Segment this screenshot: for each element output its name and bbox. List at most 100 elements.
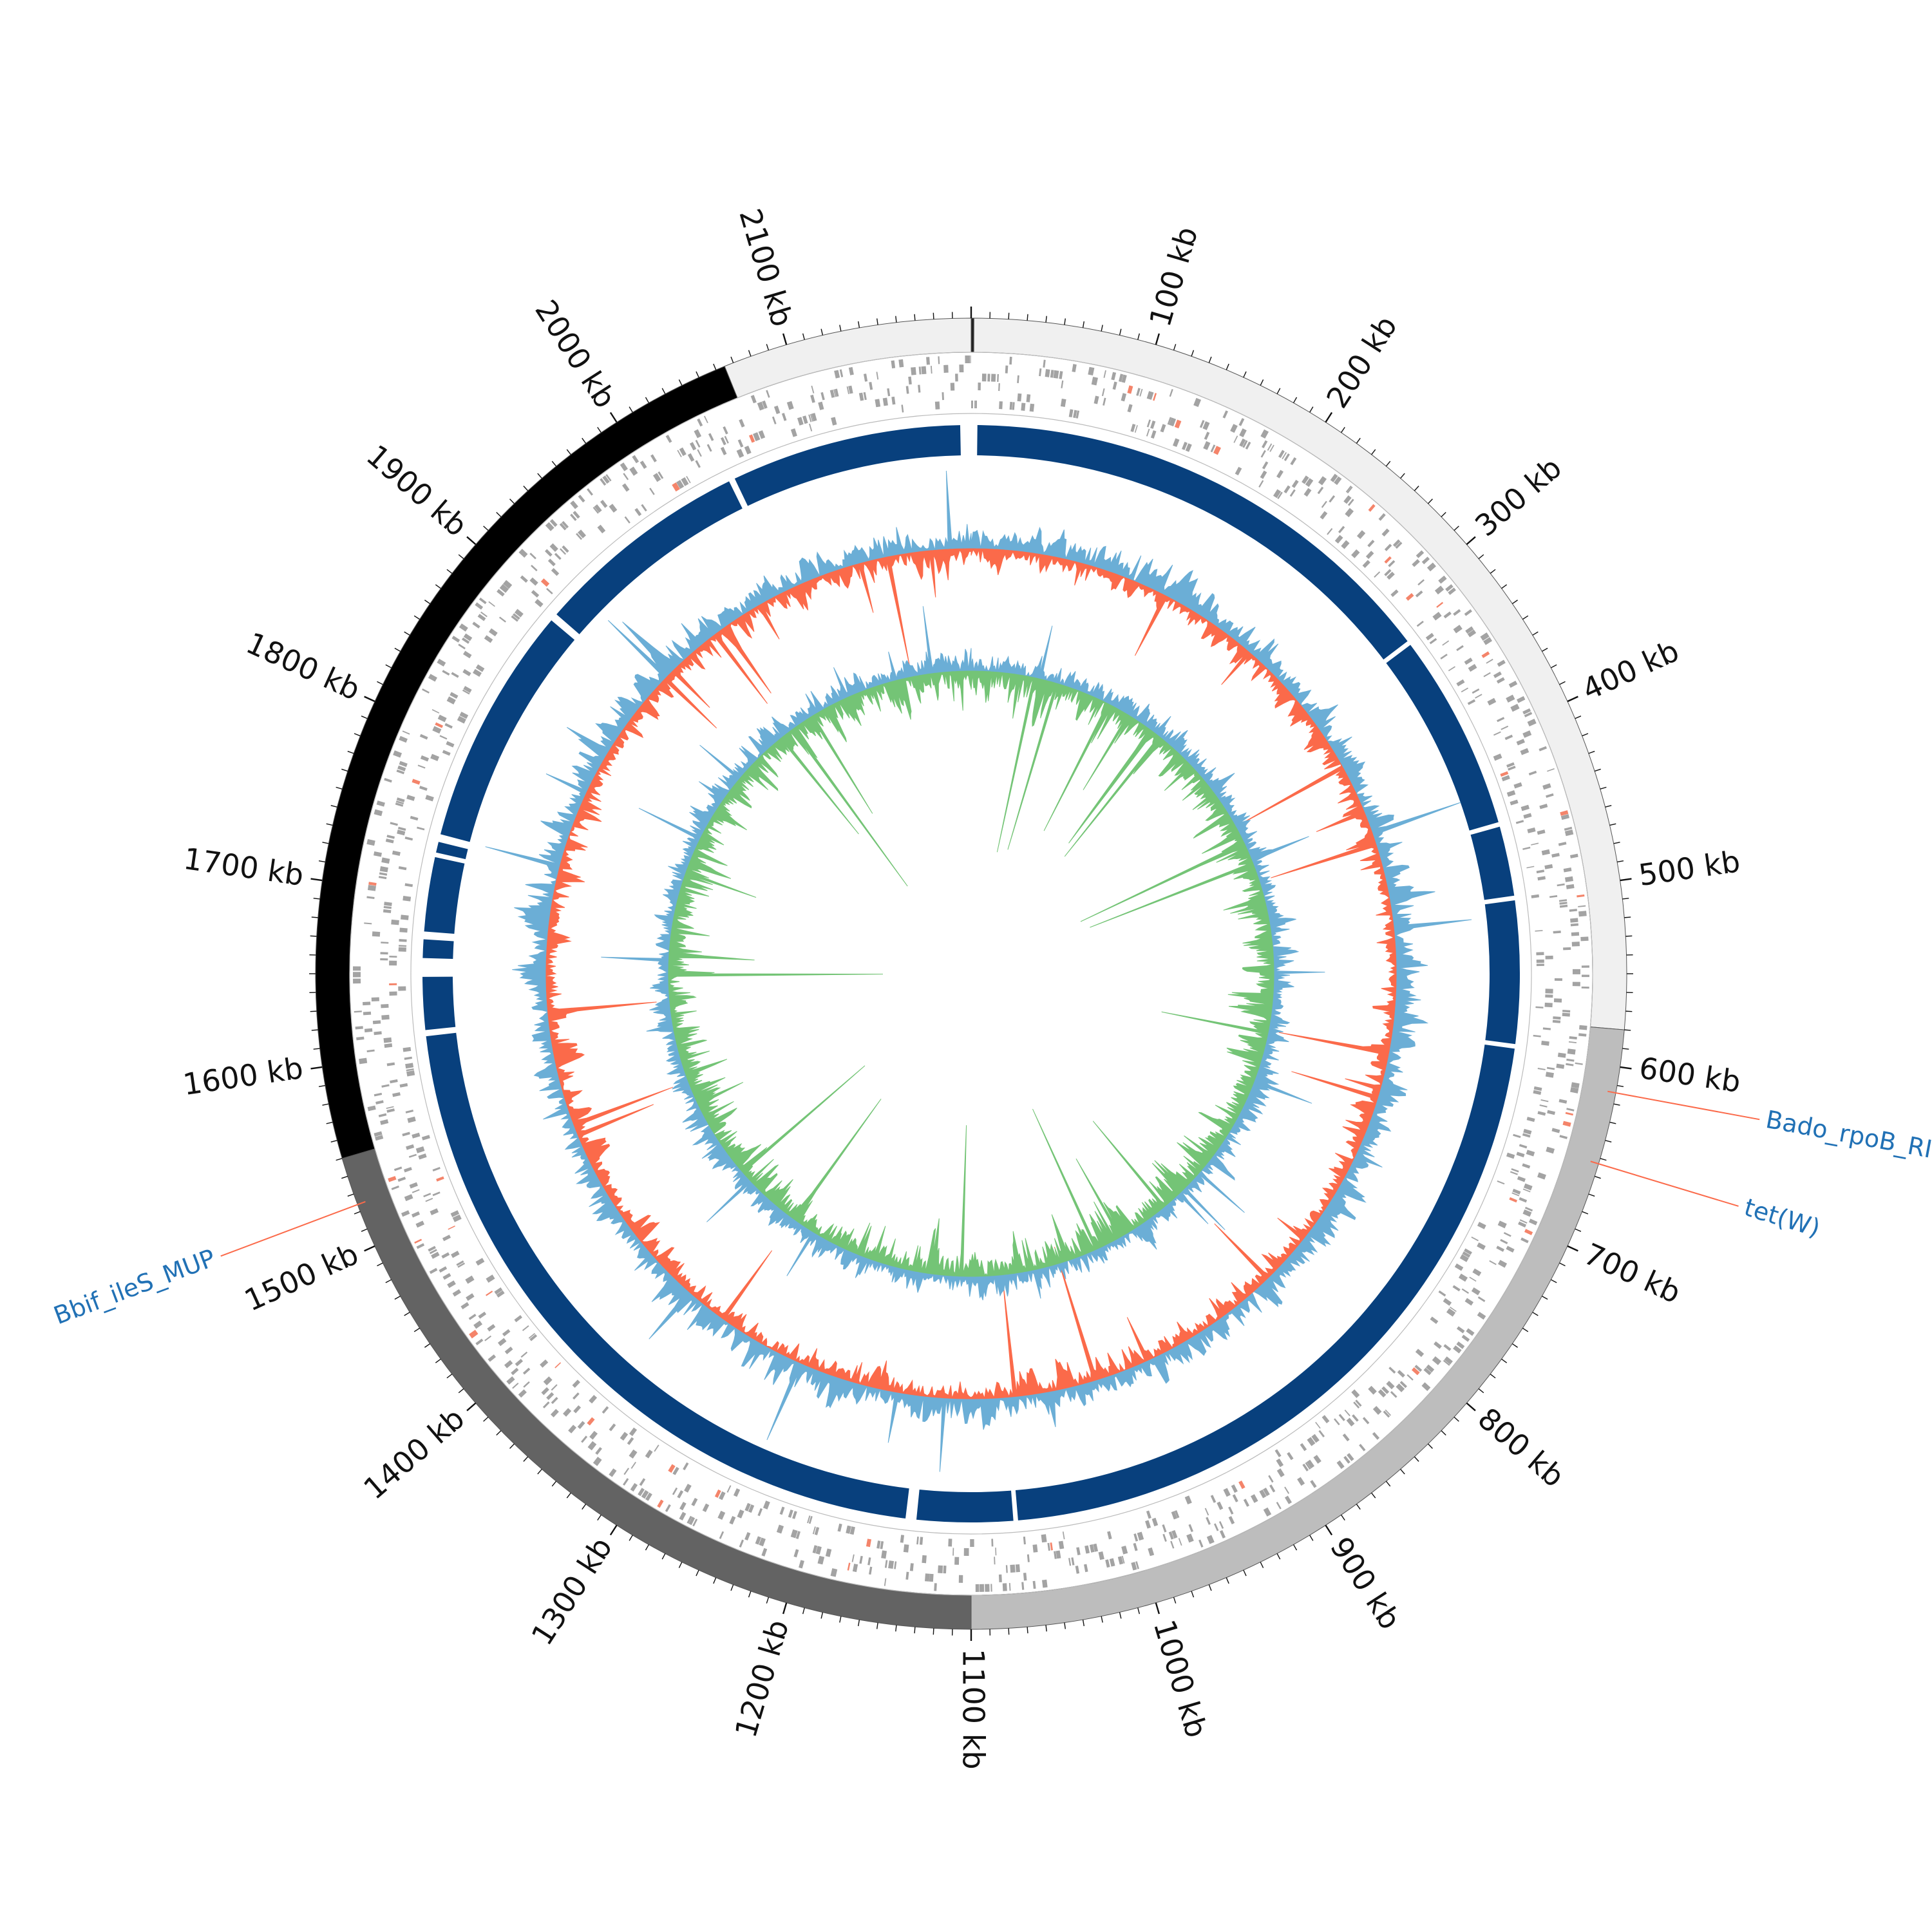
minor-tick xyxy=(326,1121,333,1124)
minor-tick xyxy=(839,325,842,332)
minor-tick xyxy=(629,406,633,413)
minor-tick xyxy=(435,584,441,589)
minor-tick xyxy=(820,1612,824,1619)
tick-label: 1600 kb xyxy=(181,1050,305,1102)
major-tick xyxy=(310,1066,323,1070)
major-tick xyxy=(1620,878,1632,882)
minor-tick xyxy=(458,1388,464,1394)
minor-tick xyxy=(424,1343,431,1348)
tick-label: 1800 kb xyxy=(241,625,365,707)
tick-label: 600 kb xyxy=(1637,1050,1743,1099)
tick-label: 500 kb xyxy=(1636,844,1742,893)
outer-genome-ring xyxy=(315,317,1627,1630)
minor-tick xyxy=(1522,615,1529,620)
minor-tick xyxy=(537,1468,542,1475)
minor-tick xyxy=(551,1481,557,1487)
minor-tick xyxy=(1551,1279,1557,1283)
minor-tick xyxy=(509,1443,515,1449)
minor-tick xyxy=(361,715,368,719)
minor-tick xyxy=(766,344,770,351)
gene-feature-tracks xyxy=(349,352,1593,1596)
gc-content-negative xyxy=(668,670,1274,1277)
minor-tick xyxy=(1478,554,1484,560)
minor-tick xyxy=(1613,1103,1620,1106)
minor-tick xyxy=(1600,786,1607,790)
tick-label: 1400 kb xyxy=(357,1401,471,1506)
major-tick xyxy=(364,696,375,703)
minor-tick xyxy=(1414,1456,1419,1462)
minor-tick xyxy=(1427,498,1433,504)
minor-tick xyxy=(1559,681,1566,685)
minor-tick xyxy=(1400,1468,1405,1475)
minor-tick xyxy=(1454,1416,1459,1422)
gc-skew-positive xyxy=(485,471,1472,1472)
minor-tick xyxy=(1501,1358,1508,1363)
minor-tick xyxy=(1226,363,1229,370)
minor-tick xyxy=(1624,916,1631,918)
gc-skew-track xyxy=(485,471,1472,1472)
minor-tick xyxy=(354,1211,361,1215)
gene-label: Bado_rpoB_RIF xyxy=(1764,1105,1932,1166)
minor-tick xyxy=(1260,1562,1264,1568)
minor-tick xyxy=(629,1535,633,1541)
gene-label-line xyxy=(220,1200,366,1257)
minor-tick xyxy=(661,1553,666,1560)
minor-tick xyxy=(914,314,916,321)
minor-tick xyxy=(876,1622,878,1629)
gene-label: Bbif_ileS_MUP xyxy=(50,1244,219,1330)
minor-tick xyxy=(876,318,878,325)
minor-tick xyxy=(1594,768,1601,772)
minor-tick xyxy=(1609,1121,1616,1124)
minor-tick xyxy=(1082,321,1084,328)
minor-tick xyxy=(483,526,489,531)
minor-tick xyxy=(730,356,734,363)
gene-label: tet(W) xyxy=(1741,1193,1823,1242)
minor-tick xyxy=(1341,427,1345,433)
minor-tick xyxy=(1616,860,1624,863)
minor-tick xyxy=(1441,512,1446,518)
tick-label: 300 kb xyxy=(1468,450,1568,543)
minor-tick xyxy=(1427,1443,1433,1449)
major-tick xyxy=(609,1524,618,1536)
major-tick xyxy=(1466,536,1476,545)
minor-tick xyxy=(377,1262,383,1267)
tick-label: 2100 kb xyxy=(732,205,800,330)
minor-tick xyxy=(839,1616,842,1623)
minor-tick xyxy=(1605,804,1612,808)
minor-tick xyxy=(496,1430,502,1435)
contig-block-12 xyxy=(556,481,743,634)
minor-tick xyxy=(1542,1295,1548,1300)
major-tick xyxy=(310,878,323,882)
minor-tick xyxy=(802,1607,805,1615)
contig-block-3 xyxy=(1484,900,1520,1045)
minor-tick xyxy=(424,600,431,604)
minor-tick xyxy=(1588,1193,1595,1197)
contig-block-0 xyxy=(977,425,1408,660)
contig-block-9 xyxy=(424,857,465,934)
minor-tick xyxy=(1511,600,1518,604)
minor-tick xyxy=(566,1492,571,1499)
minor-tick xyxy=(597,1514,601,1520)
minor-tick xyxy=(748,350,752,357)
minor-tick xyxy=(1605,1140,1612,1143)
minor-tick xyxy=(1594,1175,1601,1179)
minor-tick xyxy=(748,1591,752,1598)
minor-tick xyxy=(394,1295,401,1300)
minor-tick xyxy=(1243,1569,1247,1577)
contig-block-13 xyxy=(734,425,961,506)
minor-tick xyxy=(1137,1607,1141,1615)
minor-tick xyxy=(696,371,699,378)
minor-tick xyxy=(361,1228,368,1232)
minor-tick xyxy=(597,427,601,433)
gene-label-line xyxy=(1590,1160,1739,1207)
minor-tick xyxy=(1582,1211,1589,1215)
minor-tick xyxy=(1454,526,1459,531)
minor-tick xyxy=(341,768,348,772)
minor-tick xyxy=(1414,486,1419,491)
minor-tick xyxy=(322,1103,329,1106)
minor-tick xyxy=(1532,631,1539,636)
minor-tick xyxy=(1490,1374,1496,1379)
minor-tick xyxy=(1478,1388,1484,1394)
minor-tick xyxy=(678,379,683,386)
